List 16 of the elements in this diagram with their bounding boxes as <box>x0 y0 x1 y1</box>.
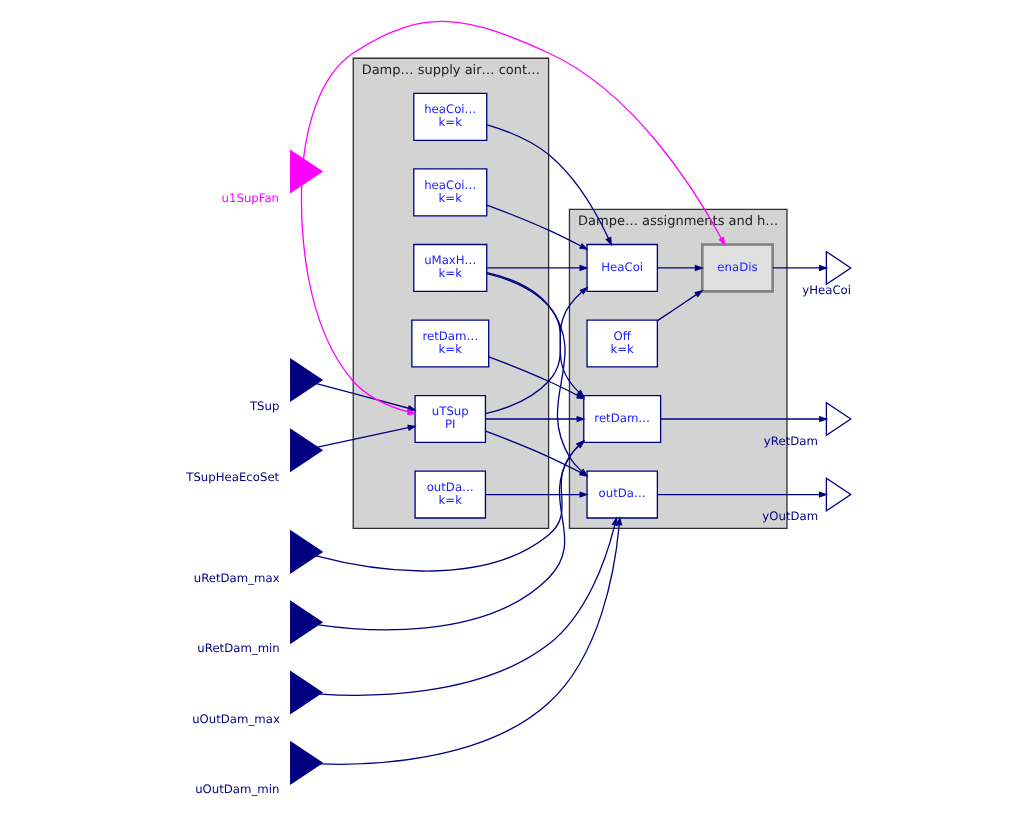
arrow <box>656 264 703 272</box>
arrow <box>318 516 617 696</box>
arrow <box>485 264 588 272</box>
arrow <box>318 516 622 765</box>
arrow <box>484 491 588 498</box>
arrow <box>656 289 703 322</box>
arrow <box>299 184 416 415</box>
arrow <box>656 491 828 498</box>
arrow <box>314 383 416 412</box>
arrow <box>484 415 585 423</box>
arrow <box>485 124 612 247</box>
arrow <box>771 264 828 272</box>
arrow <box>315 424 416 448</box>
arrow <box>485 204 588 250</box>
arrow <box>659 415 828 423</box>
arrow <box>301 20 725 247</box>
